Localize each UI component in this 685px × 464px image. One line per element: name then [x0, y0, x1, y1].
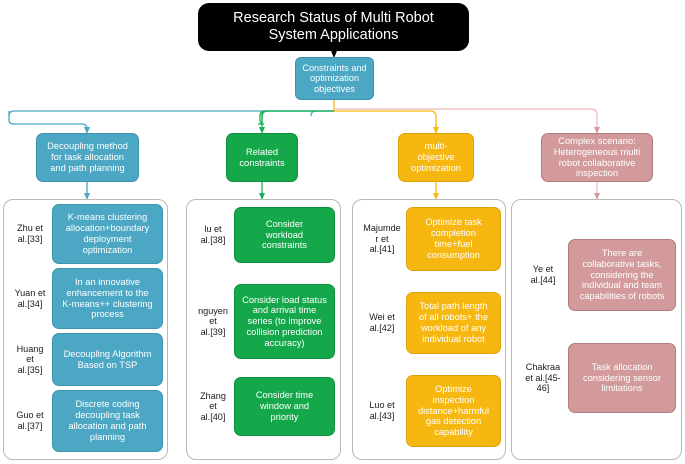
list-item: nguyen et al.[39] Consider load status a…	[192, 284, 338, 359]
list-item: Yuan et al.[34] In an innovative enhance…	[8, 268, 165, 329]
page-title: Research Status of Multi Robot System Ap…	[198, 3, 469, 51]
leaf-box-huang-35: Decoupling Algorithm Based on TSP	[52, 333, 163, 386]
list-item: Chakraa et al.[45- 46] Task allocation c…	[518, 343, 678, 413]
citation-label: Huang et al.[35]	[16, 343, 44, 375]
list-item: Luo et al.[43] Optimize inspection dista…	[358, 375, 503, 447]
list-item: Zhu et al.[33] K-means clustering alloca…	[8, 204, 165, 264]
central-node-constraints-and-optimization-objectives: Constraints and optimization objectives	[295, 57, 374, 100]
leaf-box-guo-37: Discrete coding decoupling task allocati…	[52, 390, 163, 452]
list-item: lu et al.[38] Consider workload constrai…	[192, 207, 338, 263]
list-item: Guo et al.[37] Discrete coding decouplin…	[8, 390, 165, 452]
leaf-box-lu-38: Consider workload constraints	[234, 207, 335, 263]
leaf-box-luo-43: Optimize inspection distance+harmful gas…	[406, 375, 501, 447]
citation-label: lu et al.[38]	[200, 224, 226, 245]
list-item: Wei et al.[42] Total path length of all …	[358, 292, 503, 354]
category-header-decoupling: Decoupling method for task allocation an…	[36, 133, 139, 182]
panel-complex-scenario: Ye et al.[44] There are collaborative ta…	[511, 199, 682, 460]
citation-label: Yuan et al.[34]	[14, 287, 46, 309]
leaf-box-chakraa-45-46: Task allocation considering sensor limit…	[568, 343, 676, 413]
citation-label: nguyen et al.[39]	[198, 305, 228, 337]
panel-multi-objective: Majumde r et al.[41] Optimize task compl…	[352, 199, 506, 460]
citation-label: Wei et al.[42]	[369, 312, 395, 333]
list-item: Ye et al.[44] There are collaborative ta…	[518, 239, 678, 311]
leaf-box-yuan-34: In an innovative enhancement to the K-me…	[52, 268, 163, 329]
citation-label: Majumde r et al.[41]	[363, 223, 401, 255]
leaf-box-majumder-41: Optimize task completion time+fuel consu…	[406, 207, 501, 271]
leaf-box-zhu-33: K-means clustering allocation+boundary d…	[52, 204, 163, 264]
list-item: Huang et al.[35] Decoupling Algorithm Ba…	[8, 333, 165, 386]
citation-label: Zhang et al.[40]	[200, 390, 226, 422]
citation-label: Ye et al.[44]	[530, 264, 556, 285]
list-item: Majumde r et al.[41] Optimize task compl…	[358, 207, 503, 271]
leaf-box-nguyen-39: Consider load status and arrival time se…	[234, 284, 335, 359]
citation-label: Chakraa et al.[45- 46]	[525, 362, 561, 394]
panel-decoupling: Zhu et al.[33] K-means clustering alloca…	[3, 199, 168, 460]
category-header-multi-objective: multi- objective optimization	[398, 133, 474, 182]
leaf-box-wei-42: Total path length of all robots+ the wor…	[406, 292, 501, 354]
leaf-box-ye-44: There are collaborative tasks, consideri…	[568, 239, 676, 311]
citation-label: Guo et al.[37]	[16, 410, 44, 431]
citation-label: Zhu et al.[33]	[17, 223, 43, 244]
list-item: Zhang et al.[40] Consider time window an…	[192, 377, 338, 436]
citation-label: Luo et al.[43]	[369, 400, 395, 421]
leaf-box-zhang-40: Consider time window and priority	[234, 377, 335, 436]
category-header-related-constraints: Related constraints	[226, 133, 298, 182]
category-header-complex-scenario: Complex scenario: Heterogeneous multi ro…	[541, 133, 653, 182]
panel-related-constraints: lu et al.[38] Consider workload constrai…	[186, 199, 341, 460]
